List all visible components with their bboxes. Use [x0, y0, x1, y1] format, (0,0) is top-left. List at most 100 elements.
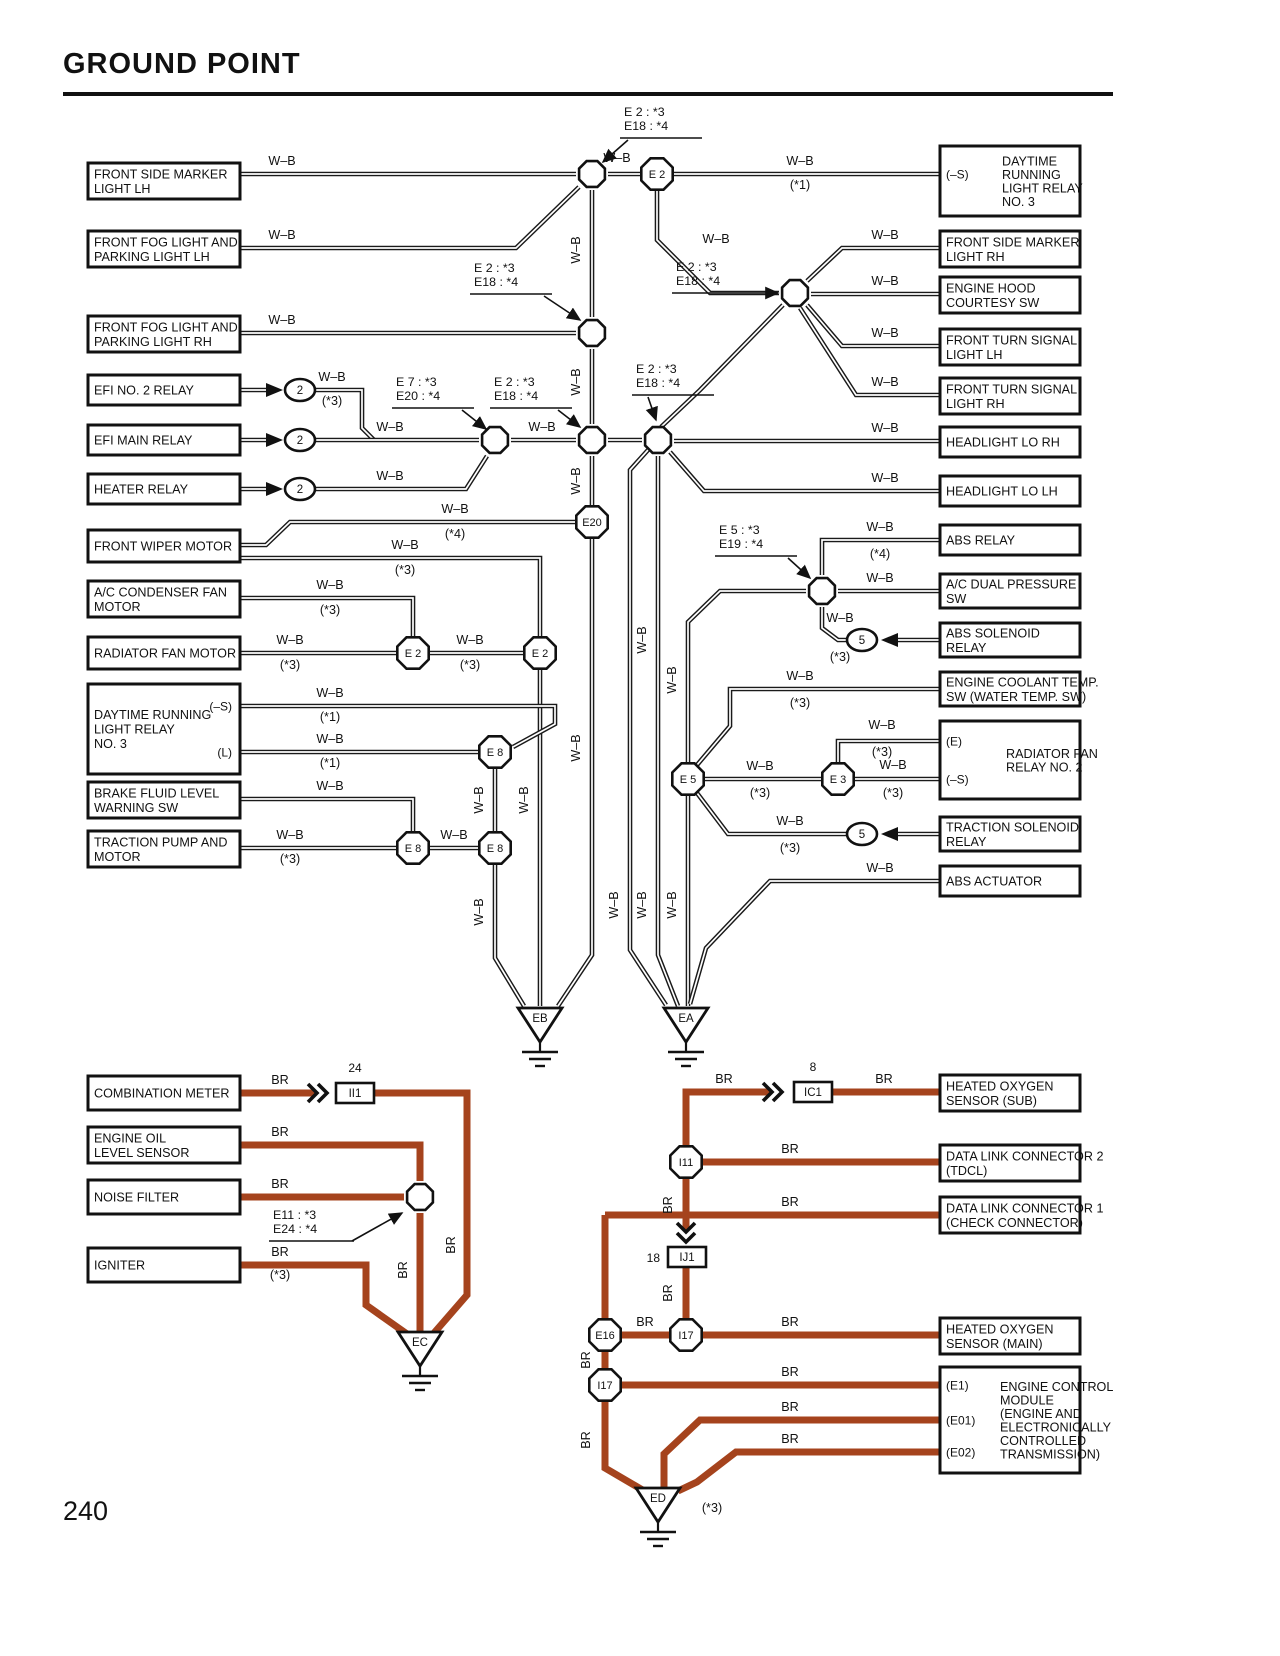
component-label: DAYTIME RUNNING — [94, 708, 211, 722]
junction-i17: I17 — [669, 1318, 703, 1352]
wire-label-wb: W–B — [316, 686, 343, 700]
component-box-border — [938, 815, 1082, 853]
junction-code: E 8 — [405, 843, 422, 855]
component-box-border — [86, 780, 242, 820]
component-box-border — [86, 1074, 242, 1112]
reference-text: E 2 : *3 — [494, 375, 535, 389]
junction-octagon — [478, 831, 512, 865]
junction-octagon — [640, 157, 674, 191]
wire-label-br: BR — [875, 1072, 893, 1086]
component-box-data-link-connector-2: DATA LINK CONNECTOR 2(TDCL) — [938, 1143, 1103, 1183]
wire-label-wb: W–B — [276, 828, 303, 842]
oval-shape — [283, 377, 317, 403]
junction-e5: E 5 — [671, 762, 705, 796]
component-label: COURTESY SW — [946, 296, 1039, 310]
wire-label-br: BR — [271, 1073, 289, 1087]
component-label: NO. 3 — [94, 737, 127, 751]
reference-text: E 2 : *3 — [676, 260, 717, 274]
wire-arrowhead — [881, 827, 898, 841]
junction-e20: E20 — [575, 505, 609, 539]
component-box-border — [86, 161, 242, 201]
oval-shape — [845, 821, 879, 847]
junction-octagon — [575, 505, 609, 539]
title-underline — [63, 92, 1113, 96]
wire-arrowhead — [266, 433, 283, 447]
double-chevron-icon — [675, 1221, 697, 1245]
junction-i17: I17 — [588, 1368, 622, 1402]
wire-wb-core — [240, 557, 541, 637]
wire-wb-core — [799, 307, 940, 396]
component-box-front-wiper-motor: FRONT WIPER MOTOR — [86, 528, 242, 564]
component-label: SENSOR (SUB) — [946, 1094, 1037, 1108]
component-box-border — [938, 719, 1082, 801]
component-label: ELECTRONICALLY — [1000, 1420, 1112, 1434]
wire-wb-core — [557, 538, 593, 1007]
junction-code: E 5 — [680, 774, 697, 786]
junction-octagon — [396, 831, 430, 865]
junction-block-border — [792, 1080, 834, 1104]
wire-wb-core — [240, 597, 414, 637]
junction-e8: E 8 — [396, 831, 430, 865]
component-label: ENGINE HOOD — [946, 281, 1036, 295]
wire-label-s3: (*3) — [395, 563, 415, 577]
component-label: TRACTION PUMP AND — [94, 835, 227, 849]
wire-label-wb: W–B — [665, 666, 679, 693]
oval-connector-2: 2 — [283, 427, 317, 453]
component-box-border — [86, 373, 242, 407]
junction-code: E 8 — [487, 843, 504, 855]
component-box-border — [86, 1125, 242, 1165]
component-box-abs-actuator: ABS ACTUATOR — [938, 864, 1082, 898]
wire-label-s3: (*3) — [460, 658, 480, 672]
reference-text: E18 : *4 — [636, 376, 680, 390]
component-label: HEATED OXYGEN — [946, 1322, 1054, 1336]
pin-label: (E1) — [946, 1379, 969, 1393]
ground-code: ED — [650, 1493, 666, 1505]
wire-label-br: BR — [781, 1365, 799, 1379]
wire-label-wb: W–B — [276, 633, 303, 647]
junction-e3: E 3 — [821, 762, 855, 796]
component-box-border — [938, 474, 1082, 508]
junction-code: I11 — [679, 1157, 693, 1169]
component-label: DAYTIME — [1002, 154, 1057, 168]
wire-label-s3: (*3) — [780, 841, 800, 855]
junction-block-border — [334, 1081, 376, 1105]
wire-br — [240, 1141, 424, 1181]
wire-br — [240, 1261, 410, 1337]
wire-label-s3: (*3) — [320, 603, 340, 617]
wire-label-wb: W–B — [318, 370, 345, 384]
wire-label-wb: W–B — [871, 274, 898, 288]
wire-label-s3: (*3) — [872, 745, 892, 759]
wire-label-br: BR — [396, 1261, 410, 1279]
reference-arrow — [787, 557, 812, 580]
reference-arrow — [645, 396, 658, 422]
junction-code: E 3 — [830, 774, 847, 786]
component-box-border — [938, 1143, 1082, 1183]
reference-arrow — [601, 139, 629, 164]
component-box-border — [938, 425, 1082, 459]
junction-code: E 8 — [487, 747, 504, 759]
wire-label-wb: W–B — [376, 420, 403, 434]
junction-octagon — [643, 425, 673, 455]
wire-wb-core — [821, 607, 847, 641]
wire-wb — [668, 450, 940, 494]
wire-label-wb: W–B — [376, 469, 403, 483]
wire-label-br: BR — [444, 1236, 458, 1254]
ground-code: EB — [532, 1013, 548, 1025]
component-label: LEVEL SENSOR — [94, 1146, 189, 1160]
component-label: LIGHT RELAY — [1002, 181, 1083, 195]
wire-label-br: BR — [271, 1125, 289, 1139]
component-label: HEATED OXYGEN — [946, 1079, 1054, 1093]
component-label: ABS ACTUATOR — [946, 875, 1042, 889]
component-box-border — [938, 1316, 1082, 1356]
